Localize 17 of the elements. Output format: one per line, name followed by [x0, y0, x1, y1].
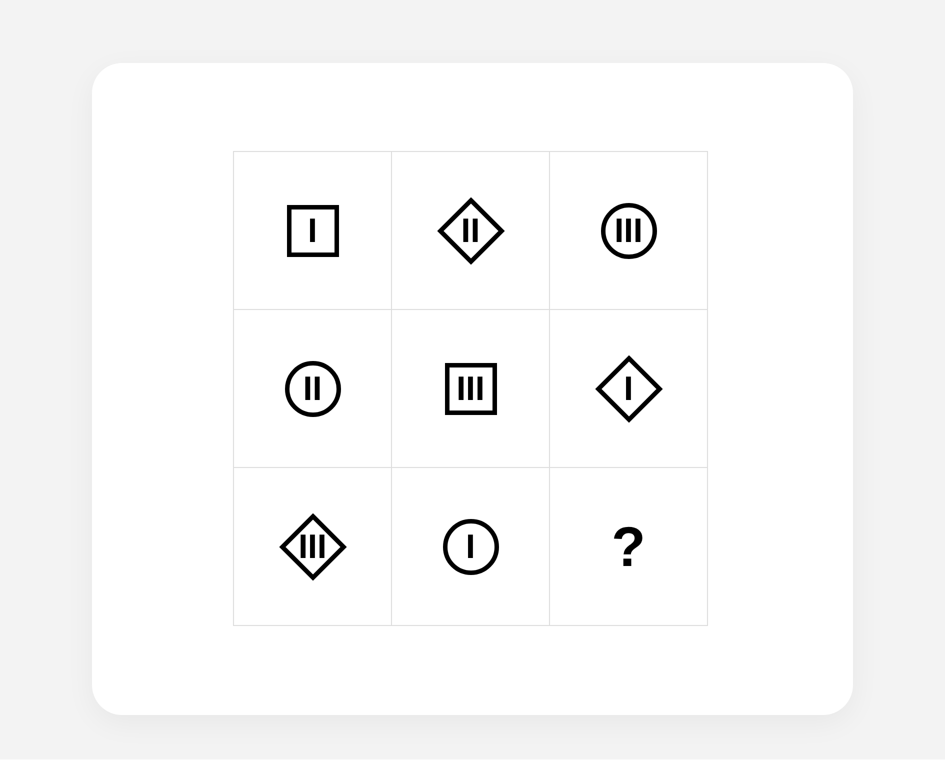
roman-numeral: III — [298, 534, 327, 558]
circle-symbol — [442, 518, 498, 574]
roman-numeral: I — [466, 534, 476, 558]
roman-numeral: II — [461, 218, 480, 242]
question-mark: ? — [611, 518, 646, 574]
roman-numeral: III — [456, 376, 485, 400]
roman-numeral: III — [614, 218, 643, 242]
roman-numeral: II — [303, 376, 322, 400]
square-symbol — [286, 204, 338, 256]
circle-symbol — [284, 360, 340, 416]
roman-numeral: I — [308, 218, 318, 242]
circle-symbol — [600, 202, 656, 258]
roman-numeral: I — [624, 376, 634, 400]
diamond-symbol — [436, 196, 504, 264]
square-symbol — [444, 362, 496, 414]
diamond-symbol — [594, 354, 662, 422]
diamond-symbol — [278, 512, 346, 580]
